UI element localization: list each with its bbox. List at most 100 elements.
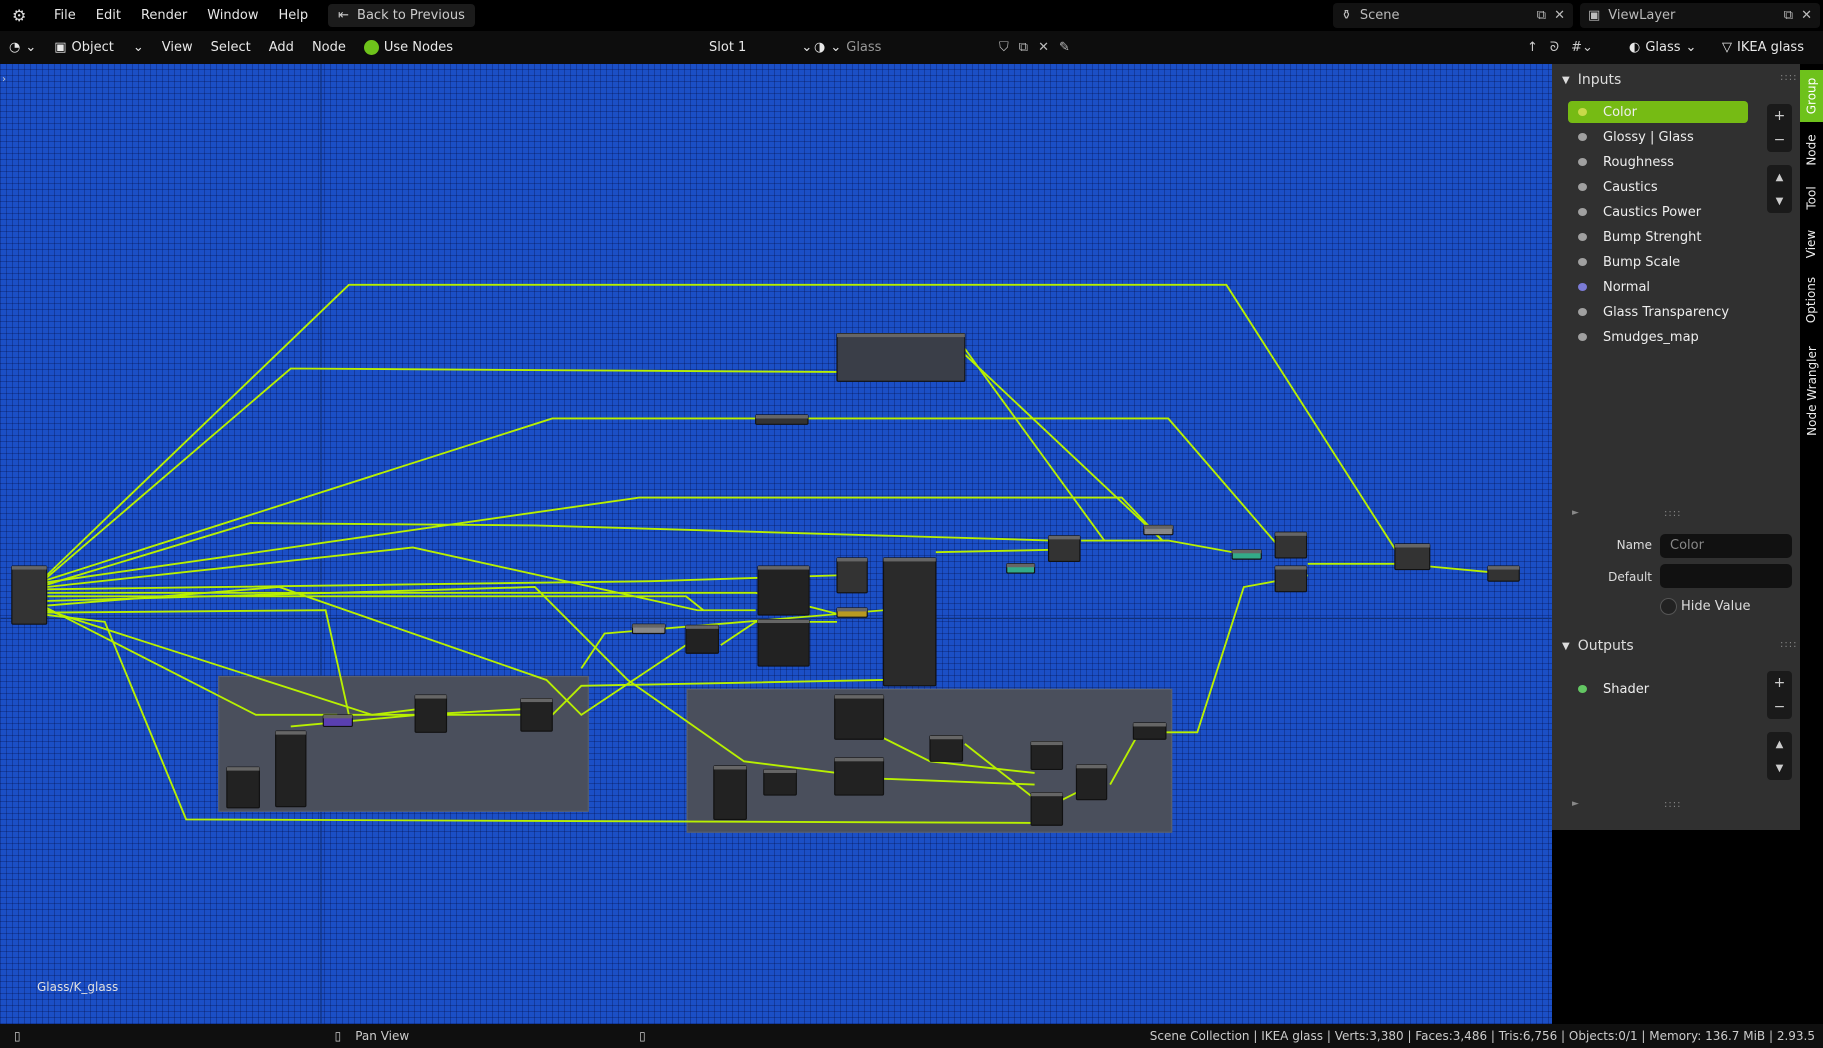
- shader-node[interactable]: [1075, 764, 1108, 801]
- shader-node[interactable]: [836, 557, 868, 594]
- move-down-icon[interactable]: ▼: [1775, 195, 1784, 207]
- menu-help[interactable]: Help: [278, 8, 309, 23]
- node-header[interactable]: [1394, 544, 1430, 548]
- shader-node[interactable]: [1030, 792, 1064, 826]
- shader-node[interactable]: [882, 557, 937, 687]
- node-header[interactable]: [1048, 535, 1080, 540]
- drag-grip-icon[interactable]: ::::: [1664, 508, 1682, 519]
- duplicate-icon[interactable]: ⧉: [1018, 40, 1029, 55]
- frame-node[interactable]: [218, 675, 589, 812]
- node-header[interactable]: [757, 566, 810, 570]
- node-header[interactable]: [1143, 525, 1173, 529]
- shader-node[interactable]: [929, 735, 964, 762]
- parent-node-tree-icon[interactable]: ↑: [1527, 40, 1538, 55]
- close-icon[interactable]: ✕: [1554, 8, 1565, 23]
- node-header[interactable]: [632, 624, 666, 628]
- menu-file[interactable]: File: [54, 8, 76, 23]
- node-header[interactable]: [929, 735, 963, 740]
- shader-node[interactable]: [1030, 740, 1064, 771]
- use-nodes-checkbox[interactable]: Use Nodes: [355, 40, 462, 55]
- node-header[interactable]: [275, 731, 306, 735]
- drag-grip-icon[interactable]: ::::: [1780, 72, 1798, 83]
- input-item[interactable]: Glass Transparency: [1568, 301, 1748, 323]
- node-header[interactable]: [1232, 549, 1262, 554]
- scene-selector[interactable]: ⚱Scene⧉✕: [1333, 3, 1573, 28]
- tab-tool[interactable]: Tool: [1800, 176, 1823, 220]
- node-header[interactable]: [323, 714, 353, 719]
- input-item[interactable]: Caustics: [1568, 176, 1748, 198]
- default-color-field[interactable]: [1660, 564, 1792, 588]
- slot-dropdown[interactable]: Slot 1⌄: [709, 40, 813, 55]
- inputs-section-header[interactable]: ▼Inputs: [1562, 72, 1621, 88]
- drag-grip-icon[interactable]: ::::: [1664, 799, 1682, 810]
- node-header[interactable]: [415, 695, 447, 699]
- node-header[interactable]: [713, 765, 747, 770]
- copy-icon[interactable]: ⧉: [1536, 8, 1547, 23]
- node-header[interactable]: [1031, 792, 1063, 797]
- shader-node[interactable]: [834, 694, 885, 740]
- shader-node[interactable]: [1274, 565, 1308, 593]
- node-header[interactable]: [685, 625, 719, 629]
- node-header[interactable]: [837, 607, 868, 612]
- sidebar-toggle-icon[interactable]: ›: [2, 74, 6, 85]
- shader-node[interactable]: [11, 565, 48, 625]
- input-item[interactable]: Smudges_map: [1568, 326, 1748, 348]
- input-item[interactable]: Normal: [1568, 276, 1748, 298]
- node-graph[interactable]: [0, 64, 1552, 1024]
- node-header[interactable]: [11, 566, 47, 570]
- node-editor-canvas[interactable]: › Glass/K_glass: [0, 64, 1552, 1024]
- tab-node-wrangler[interactable]: Node Wrangler: [1800, 336, 1823, 446]
- menu-node[interactable]: Node: [311, 40, 346, 55]
- expand-triangle-icon[interactable]: ►: [1572, 799, 1580, 809]
- input-item[interactable]: Color: [1568, 101, 1748, 123]
- copy-icon[interactable]: ⧉: [1783, 8, 1794, 23]
- snap-icon[interactable]: ᘐ: [1549, 40, 1560, 55]
- drag-grip-icon[interactable]: ::::: [1780, 639, 1798, 650]
- node-header[interactable]: [1076, 764, 1107, 769]
- pin-icon[interactable]: ✎: [1058, 40, 1070, 55]
- shader-node[interactable]: [757, 565, 810, 616]
- node-header[interactable]: [1487, 566, 1520, 570]
- shader-node[interactable]: [763, 768, 797, 796]
- menu-edit[interactable]: Edit: [95, 8, 121, 23]
- fake-user-shield-icon[interactable]: ⛉: [999, 40, 1009, 55]
- node-header[interactable]: [834, 757, 884, 762]
- node-header[interactable]: [520, 698, 553, 703]
- node-header[interactable]: [1275, 532, 1307, 536]
- remove-icon[interactable]: −: [1773, 699, 1786, 715]
- node-header[interactable]: [755, 414, 808, 419]
- shader-node[interactable]: [1047, 535, 1081, 563]
- add-icon[interactable]: +: [1773, 108, 1786, 124]
- shader-node[interactable]: [275, 730, 307, 808]
- shader-node[interactable]: [1274, 531, 1308, 559]
- close-icon[interactable]: ✕: [1801, 8, 1812, 23]
- material-browser[interactable]: ◑⌄Glass: [814, 40, 882, 55]
- node-header[interactable]: [837, 557, 868, 562]
- menu-render[interactable]: Render: [140, 8, 188, 23]
- shader-node[interactable]: [1394, 543, 1431, 571]
- expand-triangle-icon[interactable]: ►: [1572, 508, 1580, 518]
- input-item[interactable]: Roughness: [1568, 151, 1748, 173]
- input-item[interactable]: Bump Strenght: [1568, 226, 1748, 248]
- shader-node[interactable]: [836, 333, 966, 382]
- tab-group[interactable]: Group: [1800, 70, 1823, 122]
- blender-logo-icon[interactable]: ⚙: [12, 6, 27, 25]
- shader-node[interactable]: [414, 694, 448, 733]
- move-up-icon[interactable]: ▲: [1775, 738, 1784, 750]
- add-icon[interactable]: +: [1773, 675, 1786, 691]
- move-down-icon[interactable]: ▼: [1775, 762, 1784, 774]
- name-field[interactable]: Color: [1660, 534, 1792, 558]
- unlink-icon[interactable]: ✕: [1038, 40, 1049, 55]
- move-up-icon[interactable]: ▲: [1775, 171, 1784, 183]
- back-to-previous-button[interactable]: ⇤Back to Previous: [328, 4, 475, 27]
- tab-view[interactable]: View: [1800, 222, 1823, 266]
- node-header[interactable]: [1031, 741, 1063, 746]
- node-header[interactable]: [837, 333, 965, 338]
- input-item[interactable]: Caustics Power: [1568, 201, 1748, 223]
- shader-node[interactable]: [757, 618, 810, 667]
- snap-grid-icon[interactable]: #⌄: [1571, 40, 1593, 55]
- menu-view[interactable]: View: [161, 40, 193, 55]
- menu-select[interactable]: Select: [210, 40, 251, 55]
- outputs-section-header[interactable]: ▼Outputs: [1562, 638, 1634, 654]
- node-header[interactable]: [757, 619, 810, 624]
